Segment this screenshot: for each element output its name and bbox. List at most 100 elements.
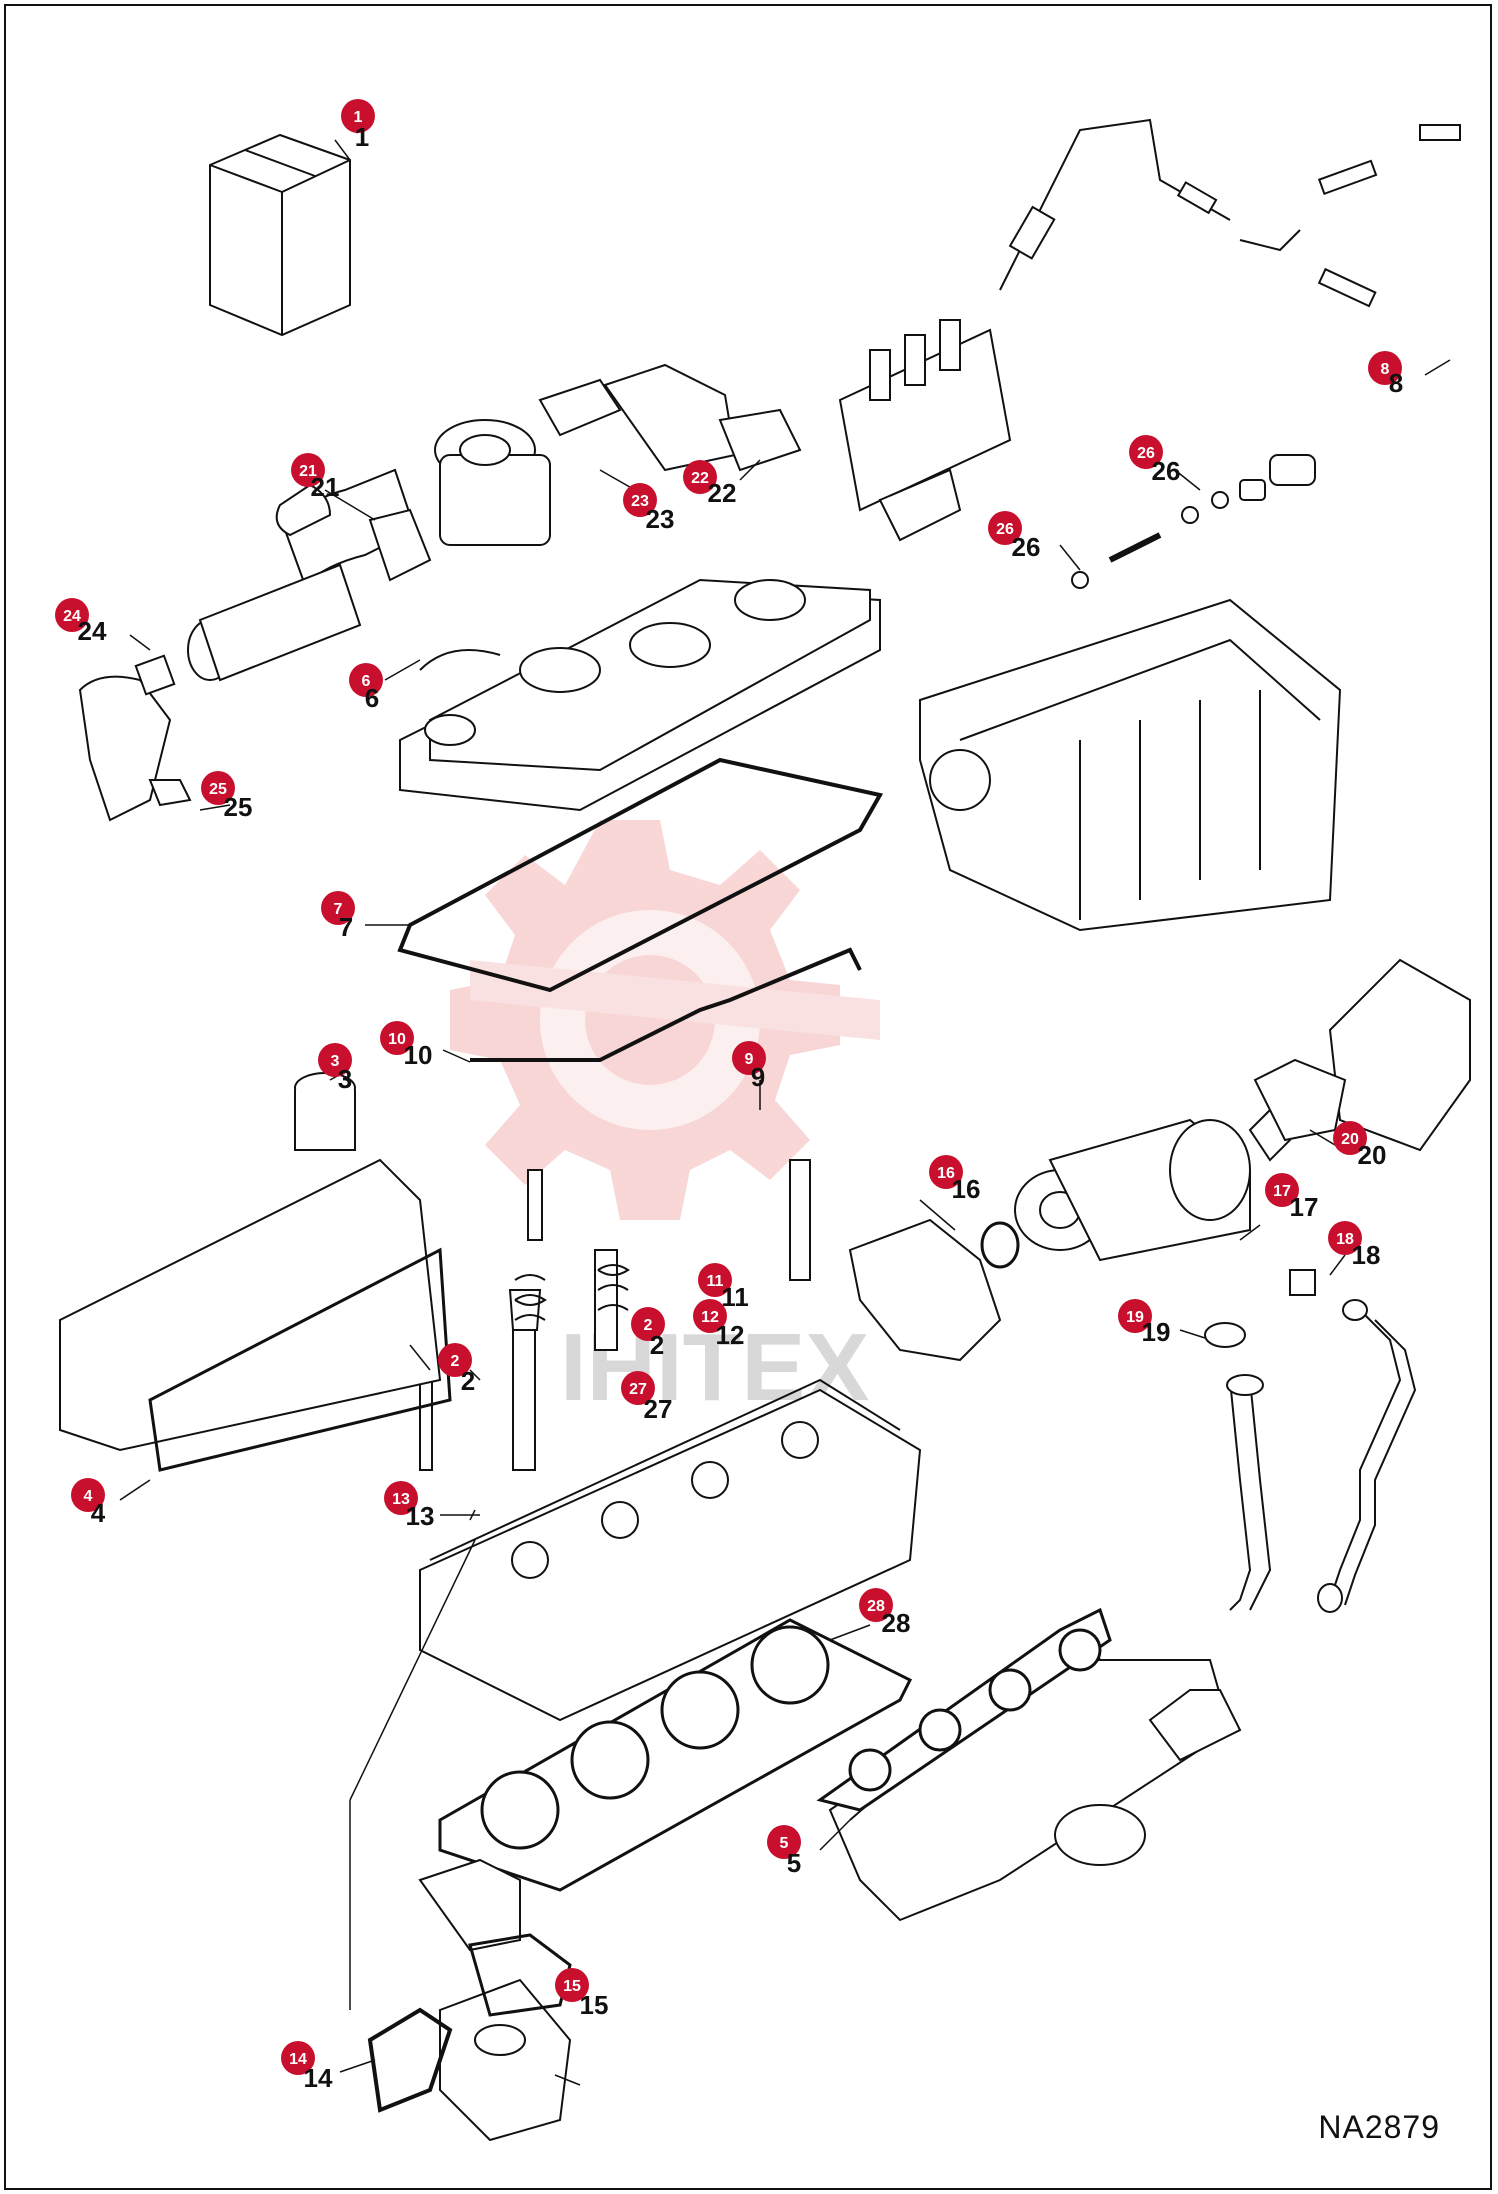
callout-12[interactable]: 12 12 — [693, 1299, 744, 1350]
callout-number: 6 — [365, 683, 379, 713]
callout-7[interactable]: 7 7 — [321, 891, 355, 942]
turbo-elbow-drawing — [848, 1218, 1002, 1362]
callout-number: 24 — [78, 616, 107, 646]
callout-23[interactable]: 23 23 — [623, 483, 674, 534]
leak-off-line-drawing — [470, 947, 862, 1062]
injection-pump-drawing — [838, 319, 1012, 542]
callout-10[interactable]: 10 10 — [380, 1021, 432, 1070]
callout-badge — [318, 1043, 352, 1077]
callout-17[interactable]: 17 17 — [1265, 1173, 1318, 1222]
callout-badge — [380, 1021, 414, 1055]
callout-2b[interactable]: 2 2 — [438, 1343, 475, 1396]
callout-badge-label: 11 — [707, 1273, 724, 1290]
callout-1[interactable]: 1 1 — [341, 99, 375, 152]
callout-number: 3 — [338, 1064, 352, 1094]
callout-4[interactable]: 4 4 — [71, 1478, 106, 1528]
callout-badge-label: 2 — [644, 1317, 653, 1334]
callout-badge — [929, 1155, 963, 1189]
callout-number: 11 — [721, 1282, 749, 1312]
callout-badge-label: 15 — [563, 1978, 581, 1995]
callout-25[interactable]: 25 25 — [201, 771, 252, 822]
callout-14[interactable]: 14 14 — [281, 2041, 333, 2093]
watermark-gear-logo — [450, 820, 880, 1220]
callout-badge — [1328, 1221, 1362, 1255]
callout-badge-label: 26 — [1137, 445, 1155, 462]
callout-13[interactable]: 13 13 — [384, 1481, 434, 1531]
callout-badge-label: 2 — [451, 1353, 460, 1370]
callout-badge-label: 27 — [629, 1381, 647, 1398]
callout-24[interactable]: 24 24 — [55, 598, 107, 646]
callout-badge — [988, 511, 1022, 545]
callout-badge — [631, 1307, 665, 1341]
callout-26b[interactable]: 26 26 — [988, 511, 1040, 562]
callout-number: 26 — [1012, 532, 1041, 562]
oil-line-fittings-drawing — [1204, 1269, 1368, 1613]
callout-6[interactable]: 6 6 — [349, 663, 383, 713]
callout-badge-label: 9 — [745, 1051, 754, 1068]
callout-badge — [438, 1343, 472, 1377]
callout-number: 28 — [882, 1608, 911, 1638]
callout-badge — [55, 598, 89, 632]
callout-number: 10 — [404, 1040, 433, 1070]
callout-3[interactable]: 3 3 — [318, 1043, 352, 1094]
callout-2a[interactable]: 2 2 — [631, 1307, 665, 1360]
callout-16[interactable]: 16 16 — [929, 1155, 980, 1204]
callout-badge-label: 22 — [691, 470, 709, 487]
callout-badge-label: 21 — [299, 463, 317, 480]
callout-number: 18 — [1352, 1240, 1381, 1270]
callout-8[interactable]: 8 8 — [1368, 351, 1403, 398]
valve-train-drawing — [419, 1159, 811, 1471]
callout-number: 2 — [461, 1366, 475, 1396]
callout-22[interactable]: 22 22 — [683, 460, 736, 508]
turbo-outlet-gasket-drawing — [980, 1221, 1020, 1269]
part-box-drawing — [209, 133, 351, 337]
callout-18[interactable]: 18 18 — [1328, 1221, 1380, 1270]
callout-20[interactable]: 20 20 — [1333, 1121, 1386, 1170]
callout-badge — [341, 99, 375, 133]
egr-valve-drawing — [434, 363, 802, 546]
callout-26a[interactable]: 26 26 — [1129, 435, 1180, 486]
diagram-frame — [4, 4, 1492, 2190]
callout-number: 14 — [304, 2063, 333, 2093]
callout-badge-label: 16 — [937, 1165, 955, 1182]
callout-badge — [201, 771, 235, 805]
callout-number: 12 — [716, 1320, 745, 1350]
callout-badge-label: 18 — [1336, 1231, 1354, 1248]
callout-number: 16 — [952, 1174, 981, 1204]
callout-27[interactable]: 27 27 — [621, 1371, 672, 1424]
callout-number: 21 — [311, 472, 340, 502]
callout-badge-label: 17 — [1273, 1183, 1291, 1200]
callout-badge — [621, 1371, 655, 1405]
callout-28[interactable]: 28 28 — [859, 1588, 910, 1638]
callout-11[interactable]: 11 11 — [698, 1263, 749, 1312]
exhaust-elbow-drawing — [1253, 958, 1471, 1152]
head-gasket-drawing — [438, 1618, 913, 1892]
callout-badge — [291, 453, 325, 487]
callout-badge-label: 5 — [780, 1835, 789, 1852]
leader-lines — [119, 139, 1451, 2086]
timing-housing-drawing — [919, 598, 1342, 932]
callout-badge-label: 8 — [1381, 361, 1390, 378]
callout-19[interactable]: 19 19 — [1118, 1299, 1170, 1347]
callout-badge — [321, 891, 355, 925]
callout-5[interactable]: 5 5 — [767, 1825, 801, 1878]
callout-9[interactable]: 9 9 — [732, 1041, 766, 1092]
callout-number: 17 — [1290, 1192, 1319, 1222]
oil-lines-drawing — [1229, 1309, 1417, 1611]
callout-number: 7 — [339, 912, 353, 942]
thermostat-housing-drawing — [367, 1858, 572, 2142]
pump-seals-drawing — [1071, 454, 1316, 589]
callout-badge — [71, 1478, 105, 1512]
callout-number: 15 — [580, 1990, 609, 2020]
callout-badge-label: 23 — [631, 493, 649, 510]
callout-number: 23 — [646, 504, 675, 534]
callout-badge — [281, 2041, 315, 2075]
callout-badge — [384, 1481, 418, 1515]
callout-badge-label: 6 — [362, 673, 371, 690]
egr-assembly-drawing — [78, 468, 432, 822]
callout-15[interactable]: 15 15 — [555, 1968, 608, 2020]
callout-21[interactable]: 21 21 — [291, 453, 339, 502]
